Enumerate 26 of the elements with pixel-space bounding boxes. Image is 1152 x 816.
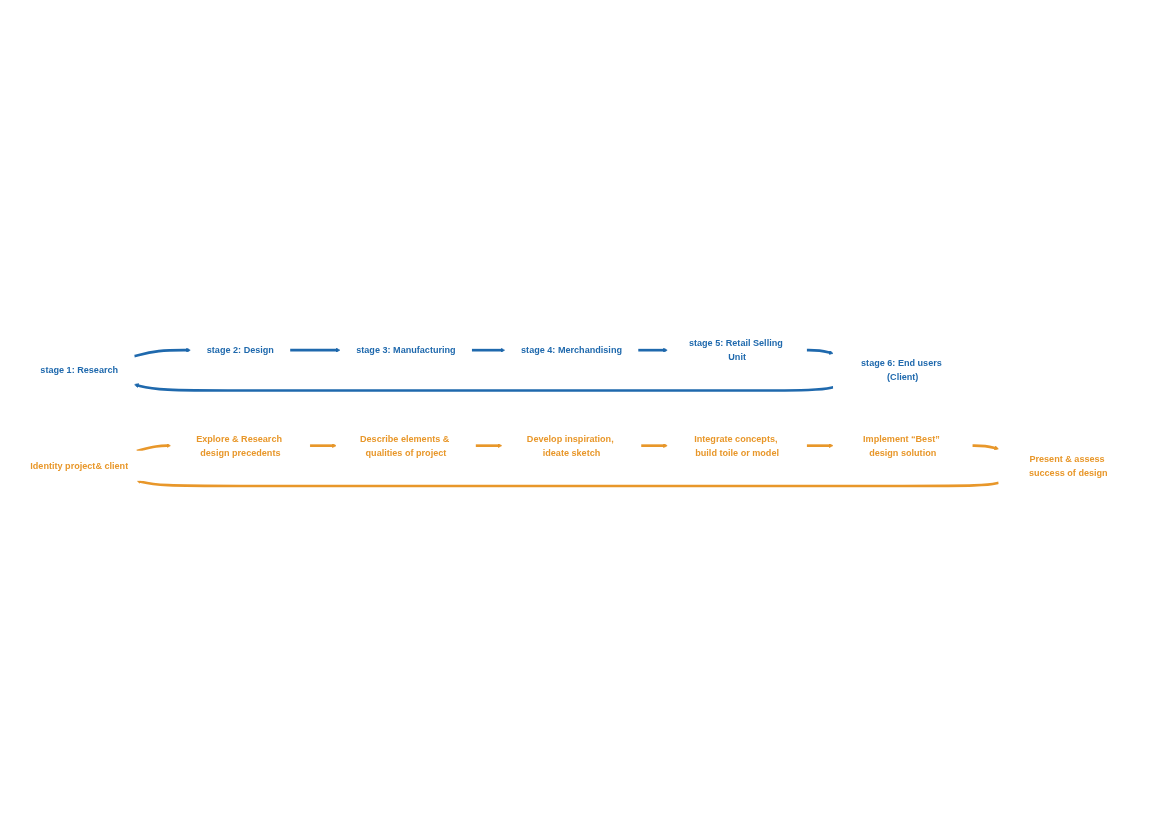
arrow bbox=[133, 347, 191, 358]
node-text: Develop inspiration, ideate sketch bbox=[526, 433, 614, 458]
node-text: Present & assess success of design bbox=[1028, 453, 1108, 478]
arrow bbox=[640, 443, 668, 448]
node-text: Describe elements & qualities of project bbox=[360, 433, 450, 458]
arrow bbox=[289, 347, 341, 353]
arrow bbox=[806, 348, 834, 355]
node-text: stage 2: Design bbox=[206, 344, 274, 356]
node-text: stage 4: Merchandising bbox=[521, 344, 622, 356]
node-text: stage 6: End users (Client) bbox=[861, 358, 942, 383]
arrow bbox=[471, 347, 506, 353]
arrow bbox=[806, 443, 834, 448]
arrow bbox=[309, 443, 337, 448]
node-text: Integrate concepts, build toile or model bbox=[694, 433, 779, 458]
arrow bbox=[136, 479, 1000, 488]
node-text: Identity project& client bbox=[30, 460, 129, 471]
node-text: stage 5: Retail Selling Unit bbox=[688, 338, 783, 362]
node-text: stage 3: Manufacturing bbox=[356, 344, 456, 356]
arrow bbox=[638, 347, 668, 353]
arrow bbox=[972, 444, 1000, 451]
node-text: Explore & Research design precedents bbox=[196, 433, 282, 458]
arrow bbox=[475, 443, 503, 448]
node-text: stage 1: Research bbox=[40, 365, 119, 376]
node-text: Implement “Best” design solution bbox=[863, 433, 940, 458]
arrow bbox=[136, 443, 172, 453]
arrow bbox=[133, 383, 834, 392]
